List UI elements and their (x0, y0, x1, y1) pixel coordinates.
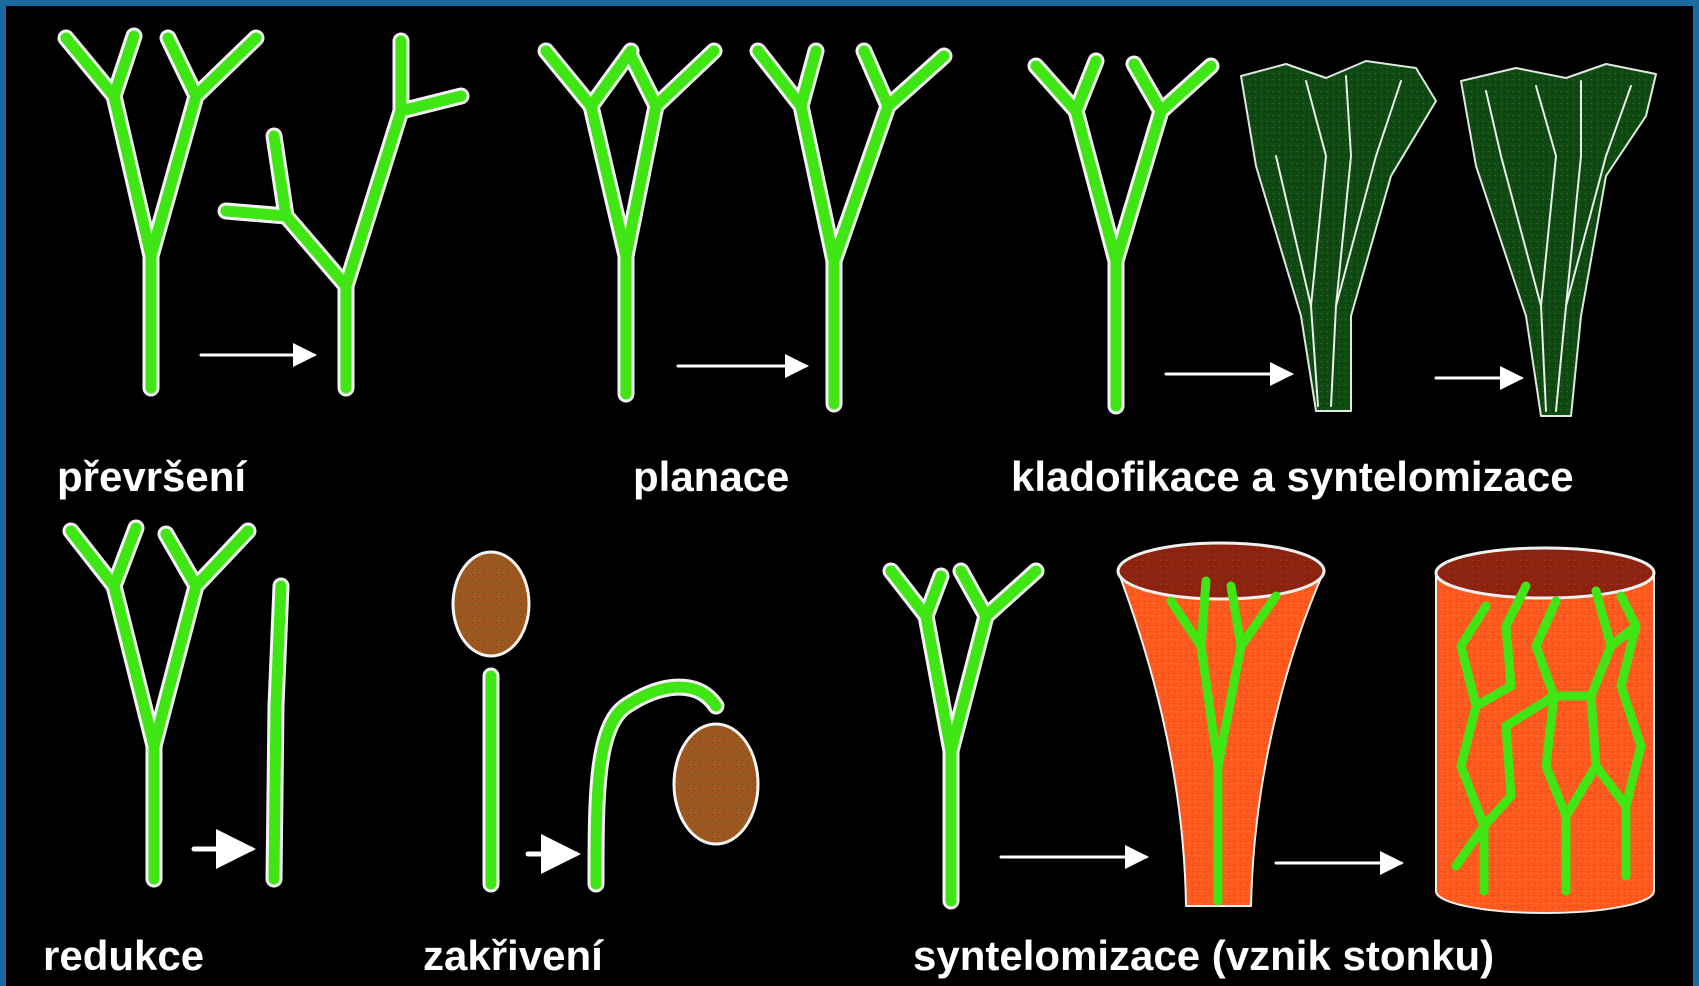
caption-reduction: redukce (43, 935, 204, 977)
caption-planation: planace (633, 456, 789, 498)
reduction-figure (71, 528, 281, 879)
caption-webbing: kladofikace a syntelomizace (1011, 456, 1574, 498)
webbing-figure (1036, 61, 1656, 416)
caption-recurvation: zakřivení (423, 935, 603, 977)
sporangium (453, 552, 529, 656)
sporangium (674, 724, 758, 844)
diagram-frame: převršení planace kladofikace a syntelom… (6, 6, 1693, 986)
caption-stem-origin: syntelomizace (vznik stonku) (913, 935, 1494, 977)
overtopping-figure (66, 36, 461, 388)
planation-figure (546, 51, 944, 404)
caption-overtopping: převršení (57, 456, 246, 498)
stem-origin-figure (891, 543, 1654, 913)
recurvation-figure (453, 552, 758, 884)
